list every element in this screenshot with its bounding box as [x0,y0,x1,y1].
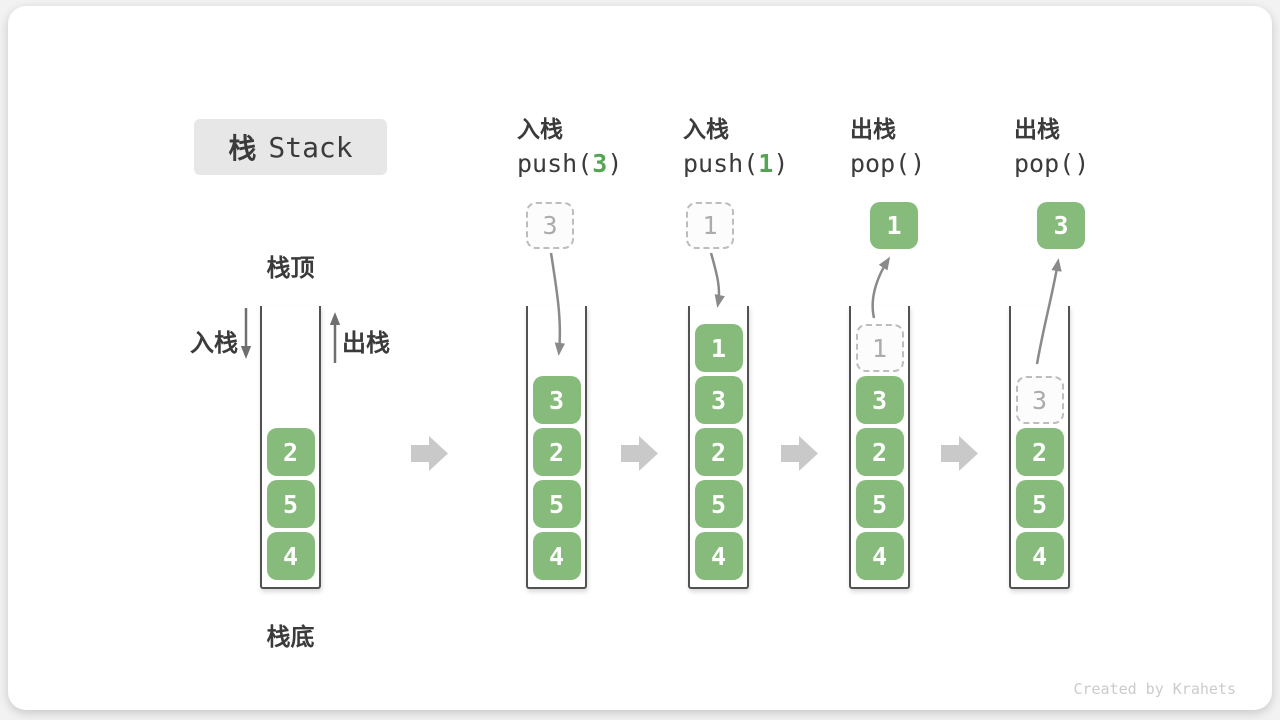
title-en: Stack [268,130,353,164]
stack-cell: 2 [266,428,315,476]
float-value-push-3: 3 [526,202,574,249]
stack-cell-ghost: 1 [855,324,904,372]
stack-cell: 5 [532,480,581,528]
stack-cell: 3 [532,376,581,424]
stack-cell: 2 [532,428,581,476]
step-arrow-right-icon [941,436,978,471]
stack-after-push-1: 1 3 2 5 4 [688,306,749,589]
stack-cell: 3 [855,376,904,424]
code-pre: push( [683,149,759,178]
step-arrow-right-icon [621,436,658,471]
stack-after-pop-3: 3 2 5 4 [1009,306,1070,589]
stack-cell: 4 [855,532,904,580]
stack-cell: 1 [694,324,743,372]
stack-after-push-3: 3 2 5 4 [526,306,587,589]
push-side-label: 入栈 [190,330,238,357]
stack-cell: 5 [694,480,743,528]
title-cn: 栈 [228,133,257,164]
code-post: ) [773,149,789,178]
code-arg: 3 [592,149,608,178]
float-value-popped-1: 1 [870,202,918,249]
stack-cell-ghost: 3 [1015,376,1064,424]
op-cn-label: 出栈 [1014,116,1060,142]
float-value-popped-3: 3 [1037,202,1085,249]
float-value-push-1: 1 [686,202,734,249]
code-arg: 1 [758,149,774,178]
stack-bottom-label: 栈底 [266,624,315,651]
code-post: ) [607,149,623,178]
stack-cell: 2 [694,428,743,476]
stack-cell: 2 [855,428,904,476]
diagram-card: 栈 Stack 入栈 push(3) 入栈 push(1) 出栈 pop() 出… [8,6,1272,710]
code-pre: pop( [1014,149,1075,178]
stack-cell: 4 [532,532,581,580]
stack-cell: 4 [266,532,315,580]
op-label-push-1: 入栈 push(1) [683,112,853,182]
push-1-arrow-icon [709,252,725,308]
op-code-label: push(3) [517,146,687,182]
op-label-pop-2: 出栈 pop() [1014,112,1184,182]
op-label-push-3: 入栈 push(3) [517,112,687,182]
credit-text: Created by Krahets [1073,680,1236,698]
op-label-pop-1: 出栈 pop() [850,112,1020,182]
stack-after-pop-1: 1 3 2 5 4 [849,306,910,589]
code-pre: push( [517,149,593,178]
stack-cell: 4 [1015,532,1064,580]
stack-cell: 3 [694,376,743,424]
stack-cell: 4 [694,532,743,580]
step-arrow-right-icon [411,436,448,471]
step-arrow-right-icon [781,436,818,471]
stack-top-label: 栈顶 [266,255,315,282]
stack-initial: 2 5 4 [260,306,321,589]
code-pre: pop( [850,149,911,178]
stack-cell: 2 [1015,428,1064,476]
op-code-label: pop() [1014,146,1184,182]
op-cn-label: 出栈 [850,116,896,142]
op-cn-label: 入栈 [683,116,729,142]
stack-cell: 5 [855,480,904,528]
op-cn-label: 入栈 [517,116,563,142]
code-post: ) [1074,149,1090,178]
stack-cell: 5 [1015,480,1064,528]
pop-side-label: 出栈 [342,330,390,357]
op-code-label: pop() [850,146,1020,182]
code-post: ) [910,149,926,178]
op-code-label: push(1) [683,146,853,182]
stack-cell: 5 [266,480,315,528]
title-badge: 栈 Stack [194,119,387,175]
